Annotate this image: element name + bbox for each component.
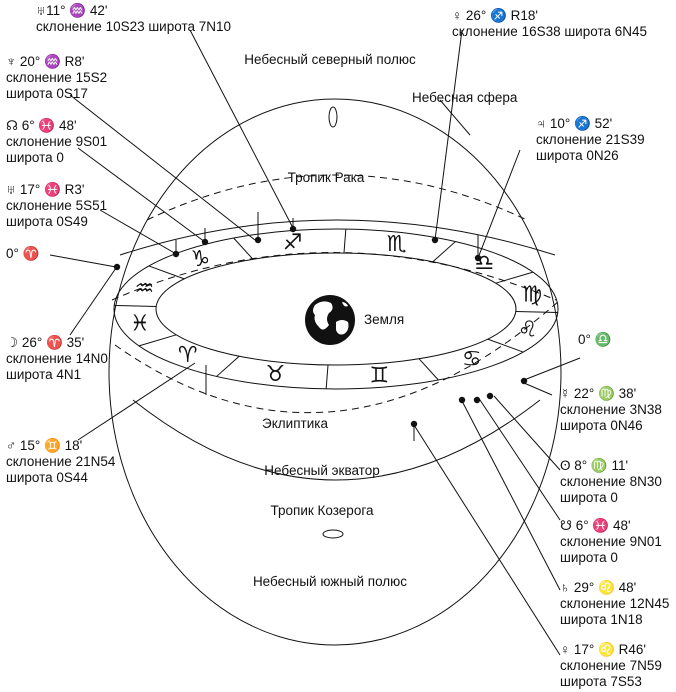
north-pole-label: Небесный северный полюс — [244, 52, 416, 67]
neptune-annotation: ♆ 20° ♒ R8' склонение 15S2 широта 0S17 — [6, 54, 108, 101]
jupiter-annotation: ♃ 10° ♐ 52' склонение 21S39 широта 0N26 — [536, 116, 645, 163]
pluto-annotation: ♀ 26° ♐ R18' склонение 16S38 широта 6N45 — [452, 8, 648, 39]
moon-annotation: ☽ 26° ♈ 35' склонение 14N0 широта 4N1 — [6, 335, 108, 382]
uranus-annotation: ♅11° ♒ 42' склонение 10S23 широта 7N10 — [36, 3, 232, 34]
mercury-annotation: ☿ 22° ♍ 38' склонение 3N38 широта 0N46 — [560, 386, 662, 433]
zodiac-divider — [148, 265, 185, 280]
tropic-of-cancer-front — [119, 219, 556, 256]
celestial-equator-front — [114, 299, 561, 414]
zodiac-divider — [216, 355, 240, 377]
tropic-of-cancer-back — [146, 174, 528, 221]
aries-zero-label: 0° ♈ — [6, 246, 40, 261]
venus-annotation: ♀ 17° ♌ R46' склонение 7N59 широта 7S53 — [560, 642, 662, 689]
zodiac-sign-icon: ♐ — [283, 231, 303, 256]
zodiac-sign-icon: ♒ — [134, 277, 154, 302]
earth-icon — [305, 295, 355, 345]
zodiac-divider — [495, 271, 534, 284]
tropic-cancer-label: Тропик Рака — [287, 170, 365, 185]
zodiac-divider — [487, 338, 524, 353]
zodiac-divider — [138, 334, 177, 347]
sun-annotation: ʘ 8° ♍ 11' склонение 8N30 широта 0 — [560, 458, 662, 505]
south-pole-label: Небесный южный полюс — [252, 574, 408, 589]
zodiac-divider — [343, 229, 347, 254]
zodiac-divider — [432, 241, 456, 263]
equator-label: Небесный экватор — [264, 463, 380, 478]
south-node-annotation: ☋ 6° ♓ 48' склонение 9N01 широта 0 — [560, 518, 662, 565]
zodiac-sign-icon: ♉ — [266, 362, 286, 387]
zodiac-symbols: ♓ ♒ ♑ ♐ ♏ ♎ ♍ ♌ ♋ ♊ ♉ ♈ — [130, 231, 542, 389]
north-node-annotation: ☊ 6° ♓ 48' склонение 9S01 широта 0 — [6, 118, 108, 165]
zodiac-divider — [418, 358, 439, 381]
zodiac-sign-icon: ♊ — [369, 363, 389, 388]
ecliptic-label: Эклиптика — [262, 416, 328, 431]
uranus-r-annotation: ♅ 17° ♓ R3' склонение 5S51 широта 0S49 — [6, 182, 108, 229]
zodiac-divider — [233, 237, 254, 260]
earth-label: Земля — [364, 312, 405, 327]
zodiac-divider — [515, 310, 558, 314]
ecliptic-inner — [155, 252, 517, 366]
celestial-sphere — [108, 98, 562, 646]
south-pole-marker — [322, 529, 344, 539]
zodiac-sign-icon: ♌ — [518, 317, 538, 342]
zodiac-sign-icon: ♋ — [462, 347, 482, 372]
zodiac-sign-icon: ♈ — [178, 343, 198, 368]
planet-dots — [113, 225, 528, 428]
zodiac-divider — [114, 304, 157, 308]
celestial-equator-back — [111, 252, 557, 301]
zodiac-sign-icon: ♓ — [130, 312, 150, 337]
zodiac-sign-icon: ♏ — [387, 232, 407, 257]
saturn-annotation: ♄ 29° ♌ 48' склонение 12N45 широта 1N18 — [560, 580, 670, 627]
libra-zero-label: 0° ♎ — [578, 332, 612, 347]
mars-annotation: ♂ 15° ♊ 18' склонение 21N54 широта 0S44 — [6, 438, 116, 485]
tropic-capricorn-label: Тропик Козерога — [270, 503, 374, 518]
zodiac-band-dividers — [114, 229, 558, 389]
zodiac-sign-icon: ♎ — [474, 251, 494, 276]
zodiac-divider — [325, 364, 329, 389]
zodiac-sign-icon: ♍ — [522, 282, 542, 307]
north-pole-marker — [328, 106, 338, 128]
ecliptic-outer — [113, 228, 559, 390]
sphere-label: Небесная сфера — [412, 90, 518, 105]
tropic-of-capricorn — [132, 399, 541, 481]
leader-lines — [49, 29, 581, 656]
zodiac-sign-icon: ♑ — [190, 247, 210, 272]
